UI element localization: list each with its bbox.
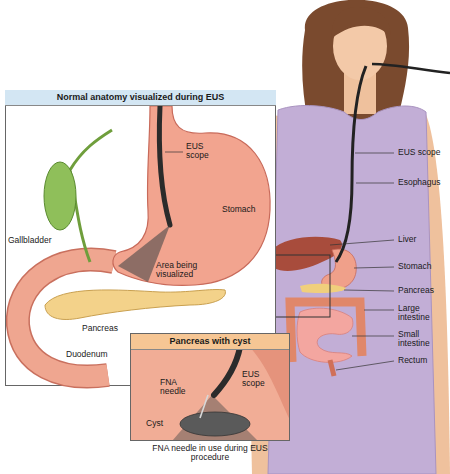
part-label: Area being visualized — [156, 261, 206, 280]
part-label: Pancreas — [398, 286, 434, 295]
part-label: Small intestine — [398, 330, 444, 349]
part-label: Gallbladder — [8, 236, 51, 245]
eus-scope — [159, 106, 170, 225]
leader-line — [364, 310, 394, 311]
small-intestine — [297, 308, 353, 362]
part-label: Rectum — [398, 356, 427, 365]
part-label: FNA needle — [160, 378, 196, 397]
leader-line — [356, 183, 394, 184]
hair-front — [332, 7, 390, 38]
leader-line — [352, 336, 394, 337]
body-leader-lines — [330, 153, 394, 370]
fna-needle — [200, 395, 208, 418]
ultrasound-field — [172, 395, 258, 441]
panel-heading: Normal anatomy visualized during EUS — [5, 90, 276, 106]
leader-line — [355, 153, 394, 154]
part-label: EUS scope — [242, 370, 278, 389]
eus-scope — [214, 347, 240, 395]
liver — [272, 237, 342, 271]
pancreas — [45, 290, 225, 320]
stomach-wall — [130, 333, 290, 441]
leader-line — [336, 361, 394, 370]
stomach — [113, 106, 270, 285]
part-label: Esophagus — [398, 178, 441, 187]
leader-line — [344, 290, 394, 291]
part-label: Duodenum — [66, 350, 108, 359]
part-label: Large intestine — [398, 304, 444, 323]
panel-heading: Pancreas with cyst — [131, 334, 289, 350]
part-label: EUS scope — [398, 148, 441, 157]
part-label: Liver — [398, 235, 416, 244]
leader-line — [354, 267, 394, 268]
leader-line — [330, 240, 394, 245]
eus-scope-tube — [336, 66, 366, 262]
part-label: Pancreas — [82, 324, 118, 333]
part-label: Stomach — [398, 262, 432, 271]
part-label: Stomach — [222, 205, 256, 214]
pancreas — [300, 284, 346, 293]
zoom-box — [268, 255, 330, 317]
figure-caption: FNA needle in use during EUS procedure — [135, 444, 285, 463]
part-label: EUS scope — [186, 142, 220, 161]
rectum — [330, 360, 334, 376]
leader-line — [165, 152, 183, 153]
large-intestine — [290, 302, 362, 362]
cyst — [180, 412, 250, 436]
eus-scope-cable — [372, 64, 450, 73]
part-label: Cyst — [146, 419, 163, 428]
gallbladder — [44, 162, 76, 230]
